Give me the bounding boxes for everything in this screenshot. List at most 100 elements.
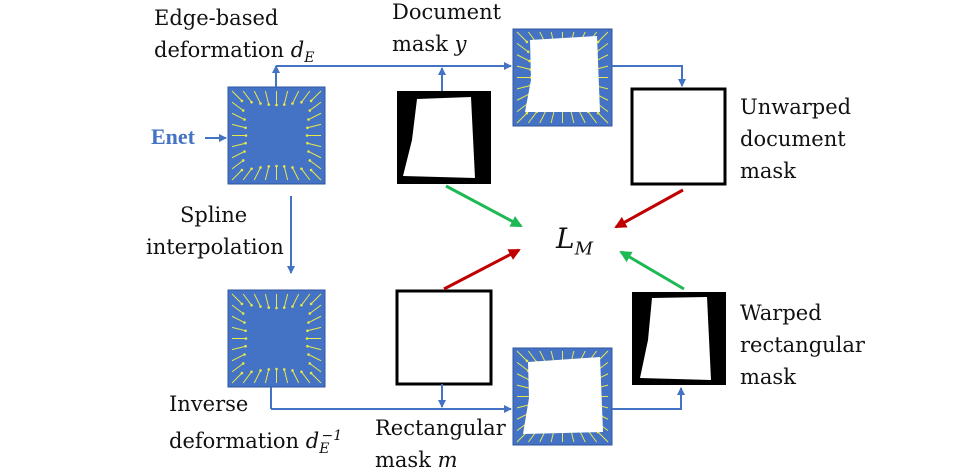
field-vector — [301, 293, 311, 306]
field-vector-head — [307, 353, 310, 356]
field-vector-head — [306, 329, 309, 333]
field-vector-head — [243, 118, 246, 121]
field-vector — [231, 112, 245, 120]
field-vector-head — [300, 167, 303, 171]
document-mask-icon — [523, 357, 603, 434]
field-vector — [308, 354, 322, 362]
field-vector-head — [275, 367, 278, 371]
rectangular-mask-m — [395, 289, 493, 386]
field-vector-head — [305, 134, 309, 137]
unwarped-document-mask — [630, 87, 727, 186]
field-vector — [264, 90, 270, 105]
field-vector-head — [267, 165, 271, 168]
field-vector — [516, 102, 529, 113]
document-mask-icon — [640, 297, 711, 380]
field-vector — [578, 110, 586, 124]
field-vector — [231, 101, 244, 111]
field-vector-head — [596, 111, 600, 115]
field-vector — [292, 293, 300, 307]
field-vector — [516, 93, 530, 101]
label-unwarped-document-mask: Unwarped document mask — [740, 95, 852, 183]
field-vector-head — [528, 59, 531, 63]
field-vector-head — [240, 99, 244, 103]
field-vector — [307, 345, 322, 351]
document-mask-icon — [525, 36, 600, 112]
field-vector — [264, 369, 270, 384]
red-arrow-unwarped-to-loss — [614, 188, 684, 229]
field-vector — [231, 363, 244, 373]
field-vector — [292, 167, 300, 181]
field-vector — [231, 151, 245, 159]
field-vector — [597, 31, 609, 43]
label-spline-interpolation: Spline interpolation — [146, 203, 284, 259]
field-vector-head — [244, 134, 248, 137]
field-vector — [231, 345, 246, 351]
field-vector-head — [259, 369, 262, 372]
green-arrow-doc-to-loss — [445, 184, 523, 228]
field-vector-head — [244, 126, 247, 130]
field-vector-head — [267, 103, 271, 106]
label-loss-lm: LM — [556, 222, 594, 260]
field-vector-head — [241, 109, 245, 112]
field-vector — [587, 430, 598, 443]
field-vector-head — [275, 103, 278, 107]
field-vector — [308, 315, 322, 323]
field-vector — [516, 373, 530, 381]
field-vector — [264, 166, 270, 181]
field-vector-head — [250, 303, 253, 307]
field-vector — [231, 169, 243, 181]
field-vector-head — [526, 50, 530, 54]
warped-document-field — [512, 28, 613, 127]
field-edge-based — [227, 86, 326, 185]
field-vector-head — [282, 306, 286, 309]
field-vector-head — [244, 344, 247, 348]
field-vector — [301, 168, 311, 181]
field-vector — [242, 168, 252, 181]
field-vector — [231, 326, 246, 332]
field-vector — [253, 370, 261, 384]
field-vector-head — [243, 321, 246, 324]
field-vector — [597, 431, 609, 443]
field-vector — [596, 42, 609, 53]
field-vector — [231, 123, 246, 129]
field-vector-head — [291, 305, 294, 308]
field-vector-head — [267, 368, 271, 371]
field-vector — [292, 90, 300, 104]
field-vector-head — [282, 368, 286, 371]
label-edge-based: Edge-based deformation dE — [154, 6, 315, 67]
field-vector — [307, 123, 322, 129]
field-vector — [516, 350, 528, 362]
field-vector — [597, 112, 609, 124]
field-vector — [310, 293, 322, 305]
field-vector — [539, 110, 547, 124]
field-vector — [516, 84, 531, 90]
field-vector — [527, 111, 538, 124]
field-vector — [307, 326, 322, 332]
field-vector-head — [243, 150, 246, 153]
field-vector-head — [305, 337, 309, 340]
field-vector-head — [525, 359, 529, 363]
field-vector-head — [309, 302, 313, 306]
field-vector-head — [250, 167, 253, 171]
field-vector — [309, 160, 322, 170]
field-vector — [242, 371, 252, 384]
field-vector-head — [282, 103, 286, 106]
field-vector — [309, 363, 322, 373]
field-inverse — [227, 289, 326, 388]
field-vector-head — [259, 102, 262, 105]
vector-field-icon — [231, 90, 322, 181]
field-vector-head — [309, 371, 313, 375]
field-vector-head — [309, 168, 313, 172]
warped-rect-field — [512, 347, 613, 446]
field-vector-head — [250, 370, 253, 374]
field-vector — [308, 112, 322, 120]
bottom-right-line — [612, 387, 685, 410]
label-document-mask-y: Document mask y — [392, 0, 502, 56]
field-vector — [242, 293, 252, 306]
field-vector — [301, 90, 311, 103]
field-vector — [283, 166, 289, 181]
field-vector — [516, 65, 531, 71]
field-vector — [516, 42, 529, 53]
field-vector-head — [308, 109, 312, 112]
label-enet: Enet — [151, 124, 195, 149]
